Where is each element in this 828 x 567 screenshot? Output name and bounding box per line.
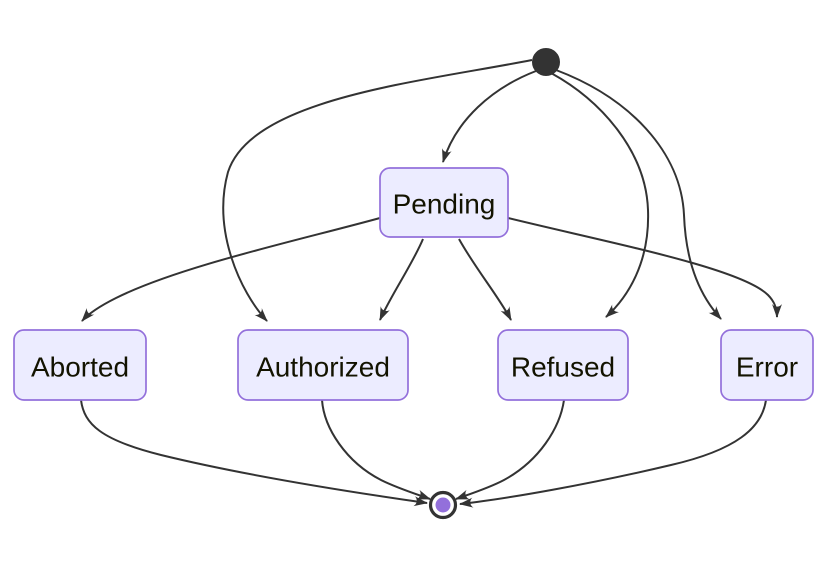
edge-pending-to-aborted [81,217,381,322]
edge-start-to-error [555,69,722,320]
state-error-box [720,329,814,401]
edge-pending-to-authorized [379,238,424,321]
state-error-label: Error [736,352,798,383]
state-refused-label: Refused [511,352,615,383]
state-authorized: Authorized [237,329,409,401]
final-state-inner-dot [435,497,451,513]
state-error: Error [720,329,814,401]
edge-start-to-authorized [222,59,533,322]
state-pending-box [379,167,509,238]
edge-pending-to-refused [458,238,512,321]
edge-authorized-to-end [321,399,431,500]
edge-refused-to-end [455,399,565,500]
state-authorized-label: Authorized [256,352,390,383]
state-aborted: Aborted [13,329,147,401]
edge-aborted-to-end [80,399,428,507]
transition-edges [80,59,782,508]
state-aborted-label: Aborted [31,352,129,383]
edge-start-to-refused [550,72,650,318]
state-refused-box [497,329,629,401]
edge-error-to-end [459,399,767,508]
edge-pending-to-error [507,217,782,318]
state-authorized-box [237,329,409,401]
state-aborted-box [13,329,147,401]
state-refused: Refused [497,329,629,401]
state-pending: Pending [379,167,509,238]
edge-start-to-pending [442,70,537,163]
final-state-node [428,490,458,520]
state-pending-label: Pending [393,189,496,220]
initial-state-node [532,48,560,76]
